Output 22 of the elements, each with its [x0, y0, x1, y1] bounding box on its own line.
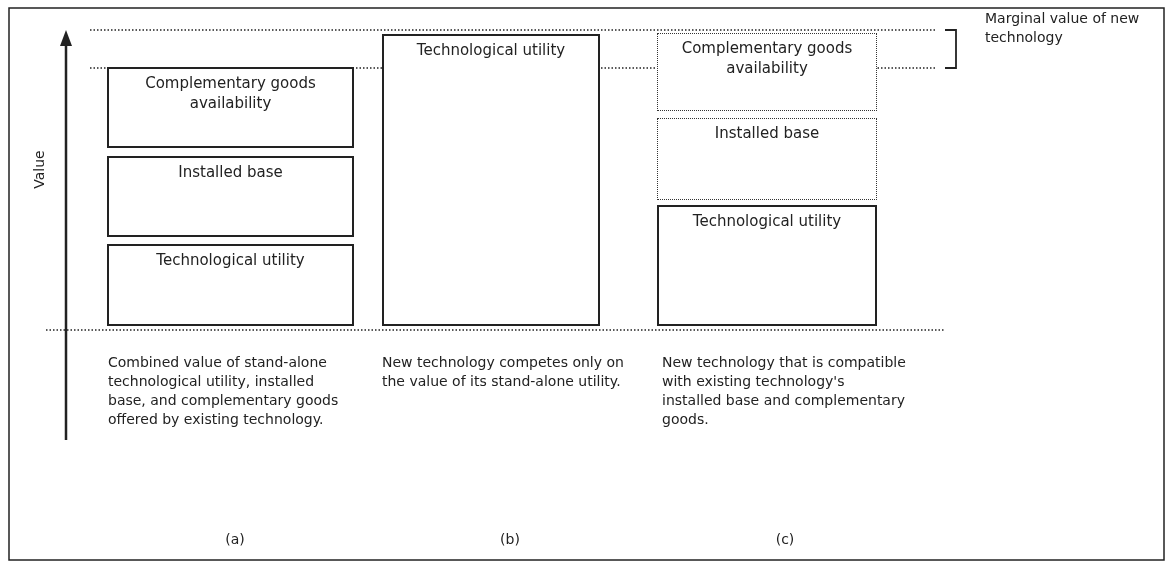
- dotted-value-box: [657, 118, 877, 200]
- caption-text: Combined value of stand-alone technological utility, installed base, and complementary goods offered by existing technology.: [108, 353, 340, 429]
- value-box: [107, 156, 354, 237]
- dotted-value-box: [657, 33, 877, 111]
- box-label: Complementary goods availability: [680, 38, 854, 78]
- box-label: Installed base: [177, 162, 284, 182]
- caption-text: New technology competes only on the value of its stand-alone utility.: [382, 353, 625, 391]
- panel-label: (c): [774, 530, 796, 549]
- panel-label: (a): [224, 530, 246, 549]
- value-box: [107, 67, 354, 148]
- value-box: [107, 244, 354, 326]
- caption-text: New technology that is compatible with existing technology's installed base and complementary goods.: [662, 353, 907, 429]
- box-label: Technological utility: [415, 40, 567, 60]
- box-label: Technological utility: [691, 211, 843, 231]
- box-label: Complementary goods availability: [144, 73, 317, 113]
- box-label: Installed base: [713, 123, 821, 143]
- axis-label: Value: [29, 150, 48, 189]
- box-label: Technological utility: [155, 250, 306, 270]
- annotation-text: Marginal value of new technology: [985, 9, 1141, 47]
- value-box: [657, 205, 877, 326]
- value-box: [382, 34, 600, 326]
- panel-label: (b): [499, 530, 521, 549]
